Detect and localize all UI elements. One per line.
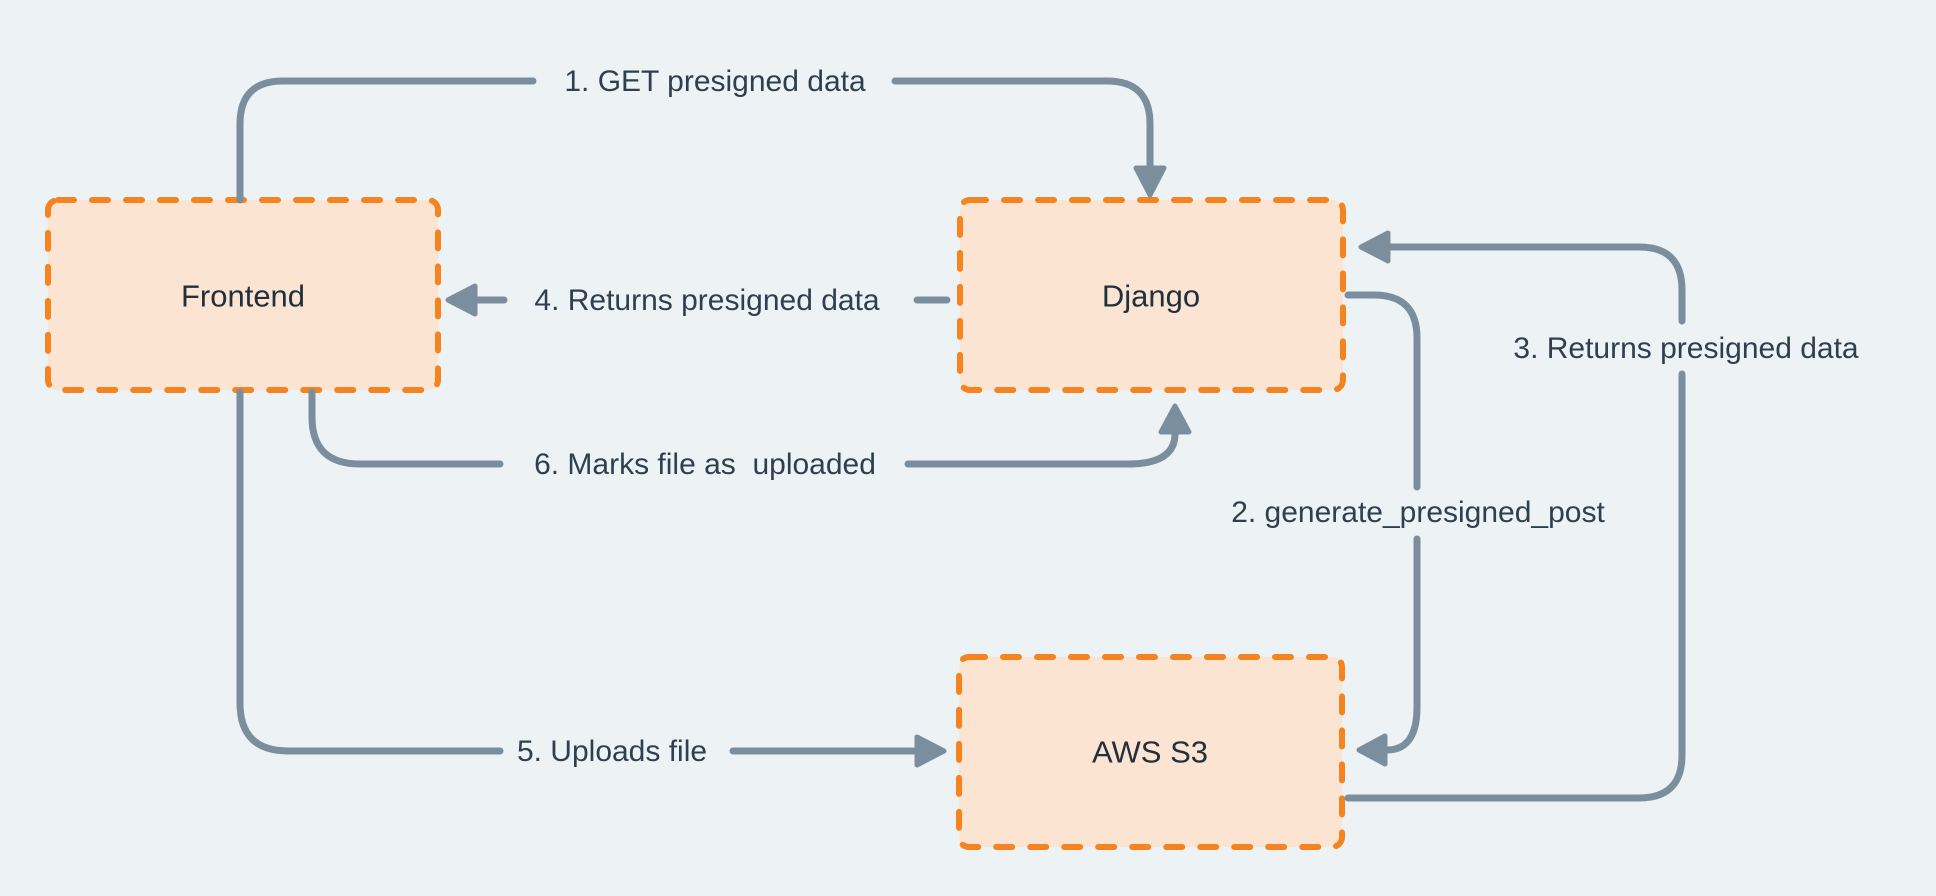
- edge-1-segment-a: [236, 77, 537, 204]
- edge-1-label: 1. GET presigned data: [564, 65, 866, 98]
- edge-3-segment-a: [1344, 370, 1686, 802]
- edge-5-label: 5. Uploads file: [516, 735, 708, 768]
- edge-4-arrowhead-left-icon: [445, 283, 478, 317]
- node-aws-s3-label: AWS S3: [1092, 734, 1208, 770]
- edge-5-arrowhead-right-icon: [914, 734, 947, 768]
- edge-2-segment-b: [1383, 535, 1421, 754]
- edge-1-arrowhead-down-icon: [1133, 165, 1167, 198]
- edge-2-label: 2. generate_presigned_post: [1231, 496, 1605, 529]
- edge-6-segment-b: [904, 430, 1179, 468]
- edge-6-arrowhead-up-icon: [1158, 403, 1192, 435]
- edge-5-segment-a: [236, 388, 504, 755]
- edge-6-label: 6. Marks file as uploaded: [534, 448, 876, 481]
- node-django-box: [957, 197, 1346, 393]
- edge-4-label: 4. Returns presigned data: [534, 284, 880, 317]
- edge-3-label: 3. Returns presigned data: [1513, 332, 1859, 365]
- edge-1-segment-b: [891, 77, 1154, 170]
- node-frontend-label: Frontend: [180, 278, 306, 314]
- node-aws-s3-box: [956, 654, 1345, 850]
- edge-3-arrowhead-left-icon: [1358, 230, 1391, 264]
- edge-2-arrowhead-left-icon: [1356, 733, 1388, 767]
- node-django-label: Django: [1101, 278, 1201, 314]
- edge-3-segment-b: [1386, 243, 1686, 325]
- edge-6-segment-a: [308, 388, 504, 468]
- edge-2-segment-a: [1344, 291, 1421, 491]
